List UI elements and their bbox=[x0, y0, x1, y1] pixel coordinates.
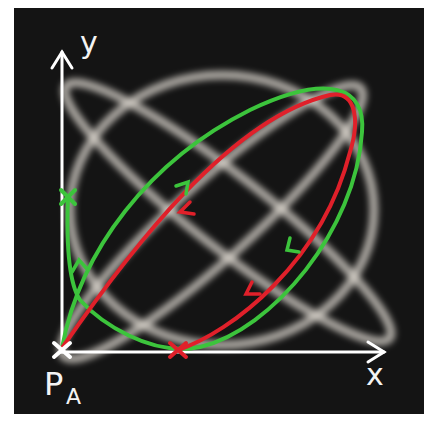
point-label: P bbox=[44, 368, 63, 400]
axes bbox=[52, 52, 384, 362]
cross-marks bbox=[54, 190, 186, 357]
axis-label: x bbox=[366, 360, 384, 390]
direction-arrows bbox=[72, 182, 299, 294]
red-curve bbox=[62, 94, 355, 350]
point-subscript: A bbox=[66, 386, 81, 408]
lissajous-photo bbox=[14, 8, 424, 414]
board bbox=[14, 8, 424, 414]
axis-label: y bbox=[80, 28, 98, 58]
lissajous-trace bbox=[38, 57, 412, 384]
green-curve bbox=[62, 89, 362, 349]
